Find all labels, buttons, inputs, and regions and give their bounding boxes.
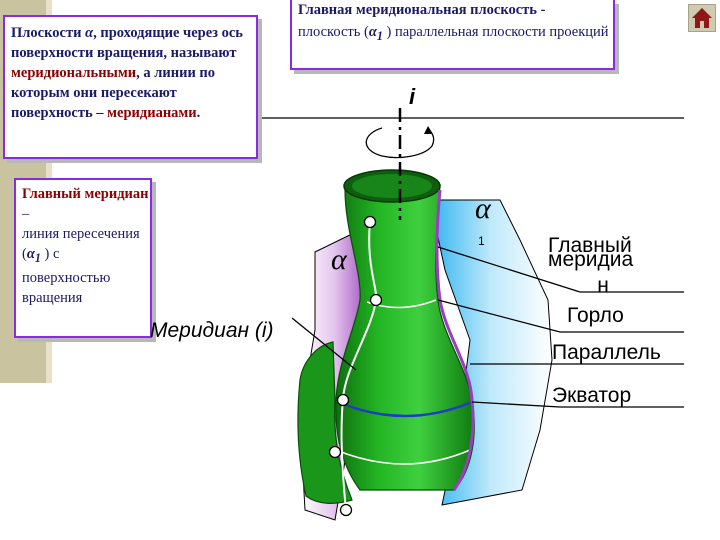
main-meridian-box: Главный меридиан –линия пересечения (α1 … bbox=[14, 178, 152, 338]
main-plane-text: плоскость (α1 ) параллельная плоскости п… bbox=[298, 24, 609, 43]
main-meridian-label: Главный меридиа н bbox=[548, 234, 634, 297]
meridian-line bbox=[340, 221, 378, 511]
rotation-arrow bbox=[365, 127, 435, 159]
main-meridian-line bbox=[435, 189, 475, 491]
home-button[interactable] bbox=[688, 4, 716, 32]
definition-text: Плоскости α, проходящие через ось поверх… bbox=[11, 25, 243, 121]
parallel-label: Параллель bbox=[552, 341, 661, 364]
home-icon bbox=[692, 8, 712, 28]
alpha-right-subscript: 1 bbox=[478, 234, 485, 248]
definition-box: Плоскости α, проходящие через ось поверх… bbox=[3, 15, 258, 159]
alpha-right-symbol: α bbox=[475, 192, 491, 225]
equator-label: Экватор bbox=[552, 384, 632, 407]
main-plane-box: Главная меридиональная плоскость - плоск… bbox=[290, 0, 615, 70]
throat-label: Горло bbox=[567, 304, 624, 327]
main-plane-heading: Главная меридиональная плоскость - bbox=[298, 2, 546, 18]
equator-line bbox=[337, 400, 473, 418]
parallel-line bbox=[335, 449, 471, 465]
axis-label: i bbox=[409, 84, 416, 109]
main-meridian-text: Главный меридиан –линия пересечения (α1 … bbox=[22, 186, 149, 306]
alpha-left-symbol: α bbox=[331, 243, 347, 276]
vase-cut-section bbox=[297, 341, 353, 504]
meridian-label: Меридиан (i) bbox=[150, 319, 274, 342]
